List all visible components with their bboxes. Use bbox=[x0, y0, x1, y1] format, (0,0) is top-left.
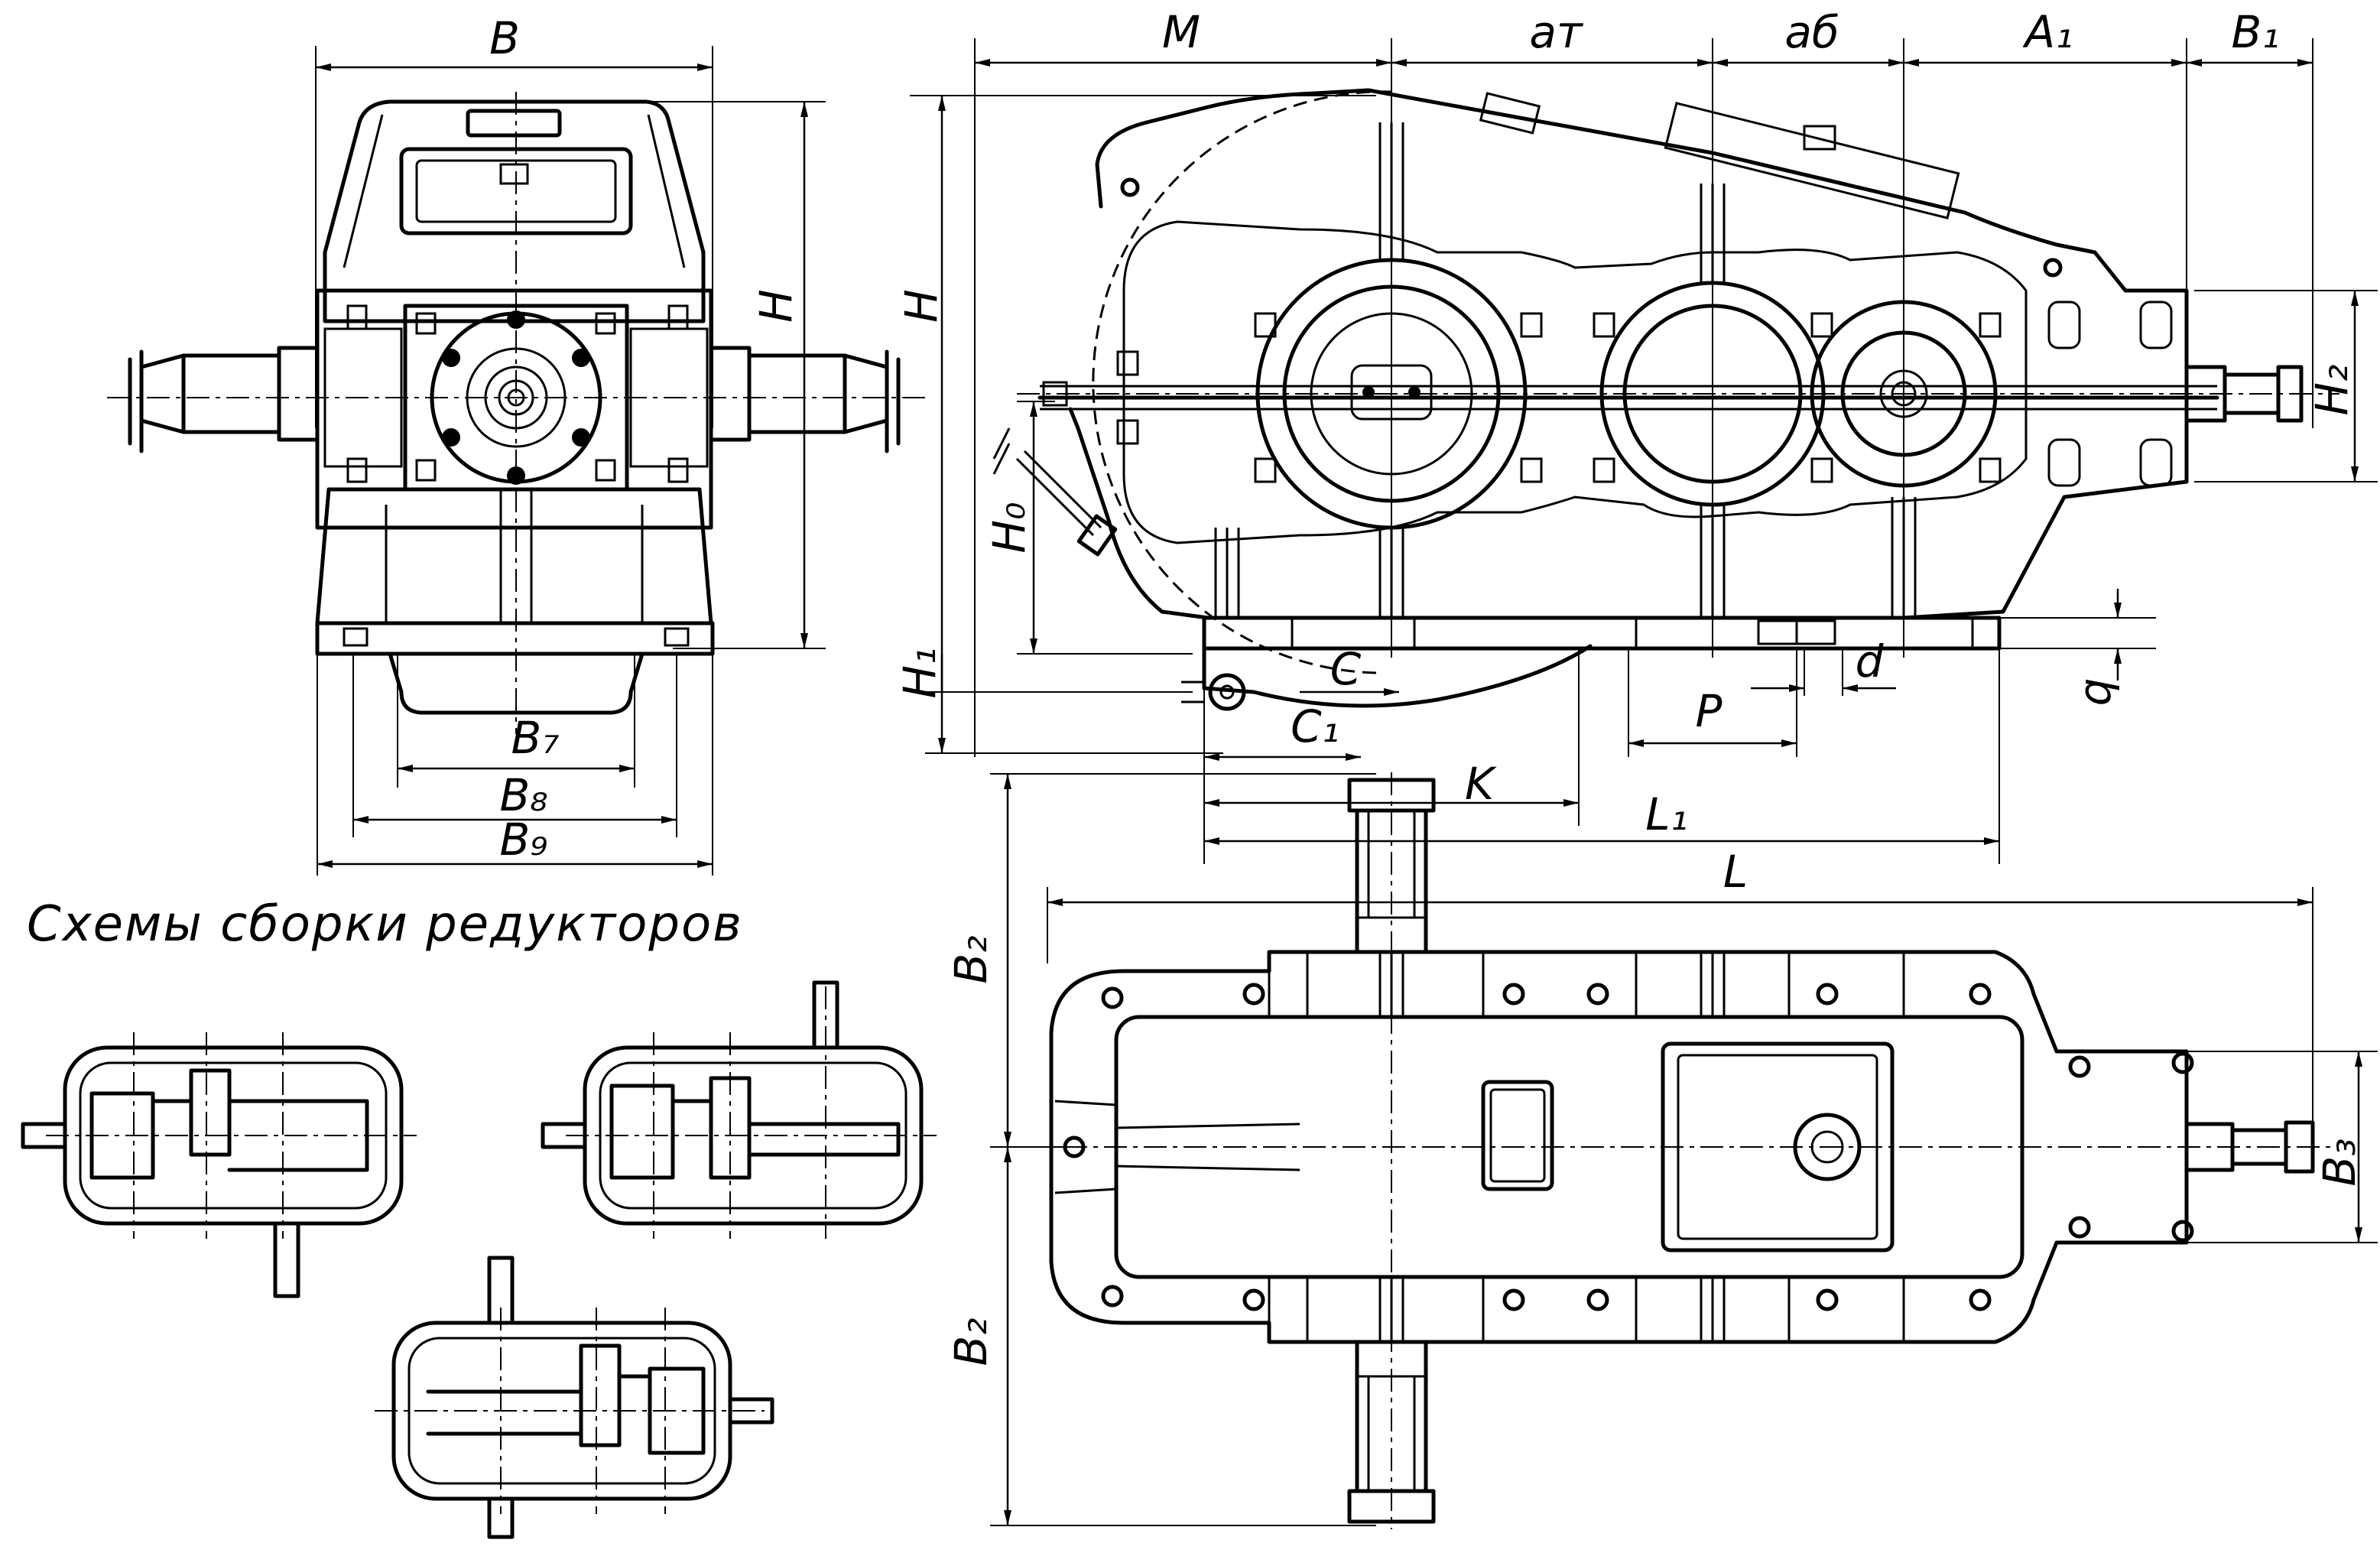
label-H0: H₀ bbox=[983, 502, 1035, 554]
label-B2-bottom: B₂ bbox=[945, 1317, 997, 1366]
assembly-scheme-3 bbox=[375, 1256, 774, 1539]
label-aT: aт bbox=[1529, 6, 1584, 58]
end-view bbox=[107, 46, 925, 876]
dimension-labels: B H B₇ B₈ B₉ M aт aб A₁ B₁ H H₂ H₀ H₁ C … bbox=[27, 6, 2365, 1366]
label-B1: B₁ bbox=[2231, 6, 2279, 58]
label-B: B bbox=[489, 12, 520, 64]
assembly-scheme-1 bbox=[21, 1032, 417, 1298]
label-K: K bbox=[1465, 758, 1497, 810]
side-view bbox=[910, 38, 2378, 864]
label-B7: B₇ bbox=[511, 712, 559, 764]
label-P: P bbox=[1696, 685, 1722, 737]
label-H1: H₁ bbox=[894, 648, 946, 699]
label-B2-top: B₂ bbox=[945, 935, 997, 983]
label-ab: aб bbox=[1784, 6, 1839, 58]
label-H-side: H bbox=[895, 289, 947, 323]
label-A1: A₁ bbox=[2022, 6, 2073, 58]
label-H2: H₂ bbox=[2306, 365, 2358, 416]
label-H-end: H bbox=[750, 289, 802, 323]
plan-view bbox=[990, 772, 2378, 1529]
label-L1: L₁ bbox=[1645, 788, 1688, 840]
label-B3: B₃ bbox=[2313, 1138, 2365, 1186]
label-M: M bbox=[1162, 6, 1200, 58]
label-C: C bbox=[1330, 643, 1362, 695]
label-B9: B₉ bbox=[499, 814, 547, 866]
assembly-schemes bbox=[21, 980, 937, 1539]
assembly-schemes-title: Схемы сборки редукторов bbox=[27, 896, 743, 953]
label-d: d bbox=[1856, 635, 1885, 687]
label-C1: C₁ bbox=[1291, 700, 1339, 752]
label-B8: B₈ bbox=[499, 769, 547, 821]
label-L: L bbox=[1723, 846, 1748, 898]
assembly-scheme-2 bbox=[541, 980, 937, 1239]
label-q: q bbox=[2069, 678, 2121, 707]
